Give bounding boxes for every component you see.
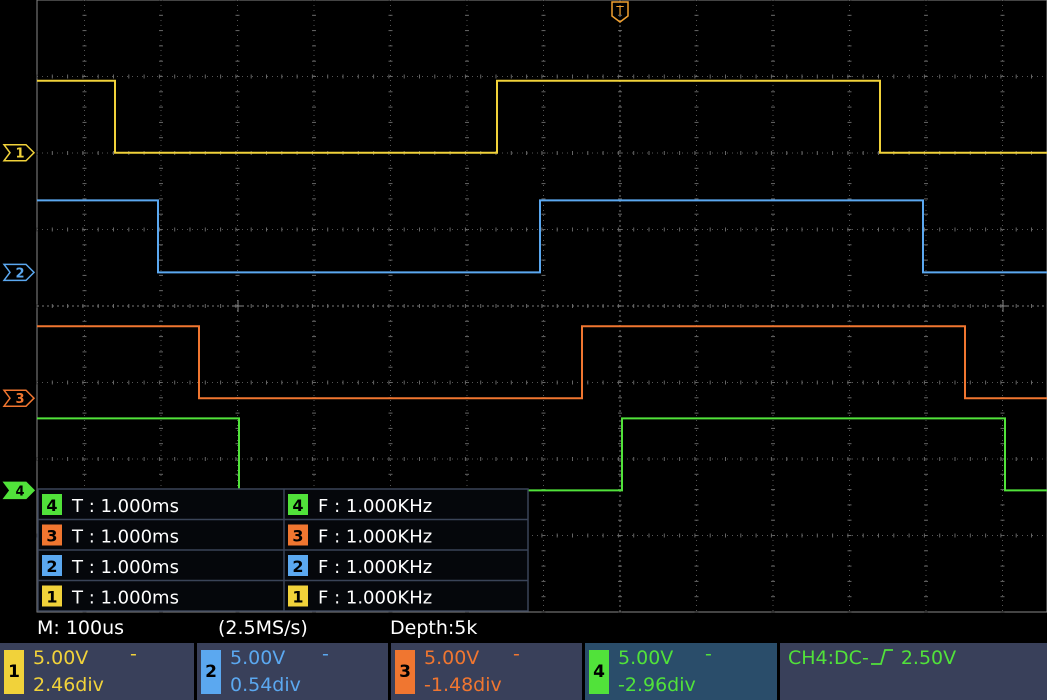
measurement-channel-badge xyxy=(288,494,308,515)
frequency-readout: F : 1.000KHz xyxy=(318,557,432,578)
channel-2-trace xyxy=(37,199,1047,274)
measurement-badge-label: 1 xyxy=(292,588,303,607)
measurement-channel-badge xyxy=(288,524,308,546)
measurement-badge-label: 2 xyxy=(292,557,303,576)
period-readout: T : 1.000ms xyxy=(71,496,179,517)
measurement-channel-badge xyxy=(42,524,62,546)
trigger-source-coupling: CH4:DC- xyxy=(788,647,869,669)
grid-crosshair xyxy=(232,300,244,312)
frequency-readout: F : 1.000KHz xyxy=(318,527,432,548)
measurement-badge-label: 1 xyxy=(46,588,57,607)
measurement-panel: 4 T : 1.000ms 4 F : 1.000KHz 3 T : 1.000ms 3 F … xyxy=(37,488,529,612)
trigger-info[interactable]: CH4:DC- 2.50V xyxy=(780,643,1047,700)
measurement-channel-badge xyxy=(288,555,308,576)
channel-2-marker-label: 2 xyxy=(15,266,24,281)
channel-1-marker-shape xyxy=(2,143,36,162)
channel-1-trace xyxy=(37,79,1047,154)
measurement-badge-label: 4 xyxy=(46,496,57,515)
trigger-level: 2.50V xyxy=(900,647,957,669)
channel-4-volts: 5.00V xyxy=(618,647,674,669)
channel-3-marker-shape xyxy=(2,389,36,407)
channel-3-offset: -1.48div xyxy=(424,674,502,696)
channel-1-ground-marker[interactable]: 1 xyxy=(2,143,36,162)
measurement-badge-label: 3 xyxy=(292,527,303,546)
status-bar: M: 100us (2.5MS/s) Depth:5k xyxy=(0,615,1047,642)
waveform-traces xyxy=(37,79,1047,492)
timebase-readout[interactable]: M: 100us xyxy=(37,617,125,639)
measurement-badge-label: 4 xyxy=(292,496,303,515)
trigger-marker-label: T xyxy=(615,4,624,18)
channel-2-coupling: - xyxy=(322,643,329,665)
channel-2-volts: 5.00V xyxy=(230,647,286,669)
sample-rate-readout: (2.5MS/s) xyxy=(218,617,308,639)
channel-4-trace xyxy=(37,417,1047,492)
channel-3-ground-marker[interactable]: 3 xyxy=(2,389,36,407)
channel-3-info[interactable]: 3 5.00V - -1.48div xyxy=(391,643,582,700)
channel-3-marker-label: 3 xyxy=(15,392,24,407)
channel-4-offset: -2.96div xyxy=(618,674,696,696)
channel-1-badge: 1 xyxy=(4,650,24,694)
channel-2-info[interactable]: 2 5.00V - 0.54div xyxy=(197,643,388,700)
channel-2-marker-shape xyxy=(2,263,36,282)
period-readout: T : 1.000ms xyxy=(71,527,179,548)
trigger-readout: CH4:DC- 2.50V xyxy=(788,647,956,669)
channel-4-coupling: - xyxy=(705,643,712,665)
channel-4-info[interactable]: 4 5.00V - -2.96div xyxy=(585,643,777,700)
waveform-display[interactable]: 1 2 3 4 T 4 T : 1.000ms 4 F : 1.000KHz 3 T : 1.0… xyxy=(0,0,1047,615)
measurement-channel-badge xyxy=(42,555,62,576)
frequency-readout: F : 1.000KHz xyxy=(318,496,432,517)
measurement-channel-badge xyxy=(288,585,308,607)
period-readout: T : 1.000ms xyxy=(71,557,179,578)
channel-1-marker-label: 1 xyxy=(15,147,24,162)
channel-2-ground-marker[interactable]: 2 xyxy=(2,263,36,282)
channel-4-badge: 4 xyxy=(589,650,609,694)
measurement-badge-label: 2 xyxy=(46,557,57,576)
channel-1-volts: 5.00V xyxy=(33,647,89,669)
channel-3-badge: 3 xyxy=(395,650,415,694)
frequency-readout: F : 1.000KHz xyxy=(318,588,432,609)
channel-3-coupling: - xyxy=(513,643,520,665)
memory-depth-readout[interactable]: Depth:5k xyxy=(390,617,478,639)
period-readout: T : 1.000ms xyxy=(71,588,179,609)
channel-markers: 1 2 3 4 xyxy=(2,143,36,500)
channel-2-badge: 2 xyxy=(201,650,221,694)
grid-crosshair xyxy=(997,300,1009,312)
channel-4-ground-marker[interactable]: 4 xyxy=(2,481,36,500)
trigger-position-marker[interactable]: T xyxy=(611,1,629,23)
channel-1-coupling: - xyxy=(130,643,137,665)
channel-1-offset: 2.46div xyxy=(33,674,104,696)
channel-4-marker-shape xyxy=(2,481,36,500)
measurement-channel-badge xyxy=(42,494,62,515)
channel-3-trace xyxy=(37,325,1047,400)
channel-1-info[interactable]: 1 5.00V - 2.46div xyxy=(0,643,194,700)
rising-edge-icon xyxy=(870,649,893,665)
channel-3-volts: 5.00V xyxy=(424,647,480,669)
measurement-badge-label: 3 xyxy=(46,527,57,546)
channel-4-marker-label: 4 xyxy=(15,484,24,499)
measurement-channel-badge xyxy=(42,585,62,607)
channel-2-offset: 0.54div xyxy=(230,674,301,696)
